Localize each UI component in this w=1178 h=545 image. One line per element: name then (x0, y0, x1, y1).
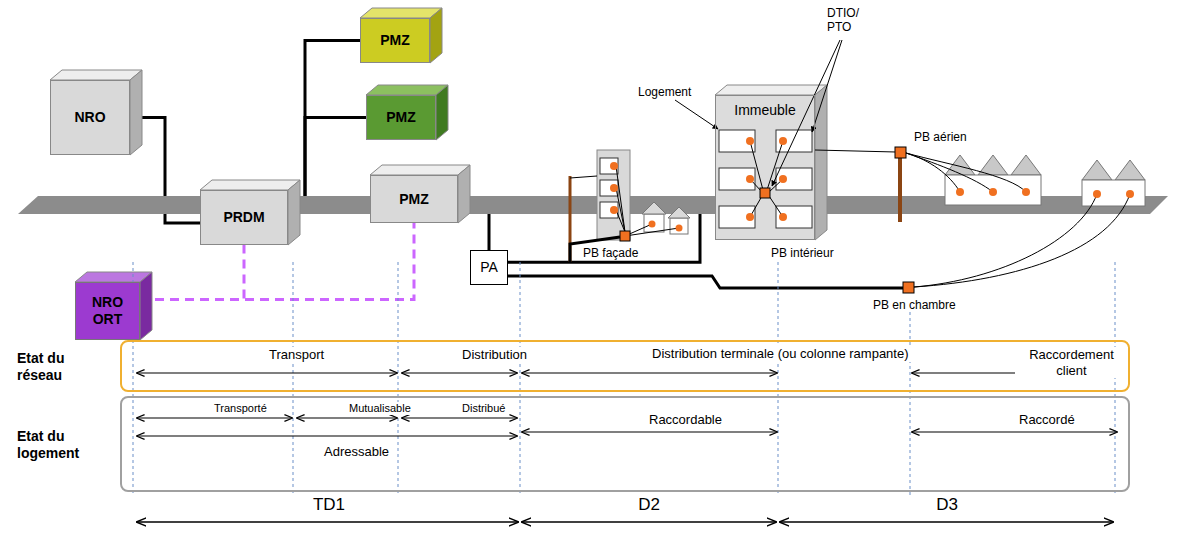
span-arrow (912, 431, 1117, 432)
band-text: Distribution terminale (ou colonne rampa… (650, 346, 911, 362)
callout-label: Logement (637, 85, 692, 99)
network-state-band: Transport Distribution Distribution termin… (120, 340, 1130, 392)
pb-interieur (760, 188, 770, 198)
span-arrow (402, 372, 517, 373)
nro-box: NRO (50, 80, 130, 155)
span-label: TD1 (278, 495, 380, 515)
row-heading: Etat du logement (16, 428, 114, 462)
span-label: D2 (598, 495, 700, 515)
callout-label: DTIO/ PTO (826, 6, 872, 35)
callout-label: PB en chambre (872, 298, 957, 312)
box-text: Immeuble (734, 102, 795, 119)
pb-facade (620, 231, 630, 241)
band-text: Distribution (460, 347, 529, 363)
row-heading: Etat du réseau (16, 350, 114, 384)
leader-line (812, 40, 842, 132)
nro-ort-box: NRO ORT (75, 282, 140, 340)
span-arrow (522, 372, 777, 373)
box-text: PMZ (386, 109, 416, 126)
box-text: NRO ORT (88, 294, 128, 328)
span-arrow (137, 372, 397, 373)
callout-label: PB intérieur (770, 246, 835, 260)
riser-cables (750, 141, 783, 217)
pb-aerien (895, 147, 906, 158)
separators (133, 262, 1115, 495)
pb-en-chambre (903, 282, 914, 293)
outlet-dots (610, 137, 1134, 232)
band-text: Transporté (212, 402, 269, 415)
building-box: Immeuble (715, 95, 815, 240)
span-arrows (137, 521, 1113, 523)
building-windows (719, 130, 812, 228)
band-text: Adressable (322, 444, 391, 460)
box-faces (50, 8, 827, 340)
box-text: NRO (74, 109, 105, 126)
callout-label: PB façade (582, 246, 639, 260)
pmz-box: PMZ (370, 175, 458, 223)
pa-box: PA (470, 250, 508, 285)
band-text: Transport (267, 347, 326, 363)
band-text: Raccordable (647, 412, 724, 428)
band-text: Raccordé (1017, 412, 1077, 428)
span-arrow (297, 417, 397, 418)
dashed-link (140, 245, 244, 299)
band-text: Distribué (460, 402, 507, 415)
span-arrow (137, 435, 517, 436)
box-text: PMZ (399, 191, 429, 208)
span-label: D3 (896, 495, 998, 515)
span-arrow (137, 417, 292, 418)
band-arrows (122, 398, 1132, 494)
prdm-box: PRDM (200, 190, 288, 245)
small-houses (642, 202, 690, 234)
dwelling-state-band: Transporté Mutualisable DistribuéAdressabl… (120, 396, 1130, 492)
pmz-box: PMZ (360, 18, 430, 63)
band-text: Mutualisable (347, 402, 413, 415)
callout-label: PB aérien (913, 130, 968, 144)
leader-line (675, 100, 718, 129)
box-text: PRDM (223, 209, 264, 226)
span-arrow (522, 431, 777, 432)
span-arrow (402, 417, 517, 418)
pmz-box: PMZ (366, 95, 436, 140)
box-text: PA (480, 259, 498, 276)
box-text: PMZ (380, 32, 410, 49)
band-text: Raccordement client (1015, 347, 1128, 378)
